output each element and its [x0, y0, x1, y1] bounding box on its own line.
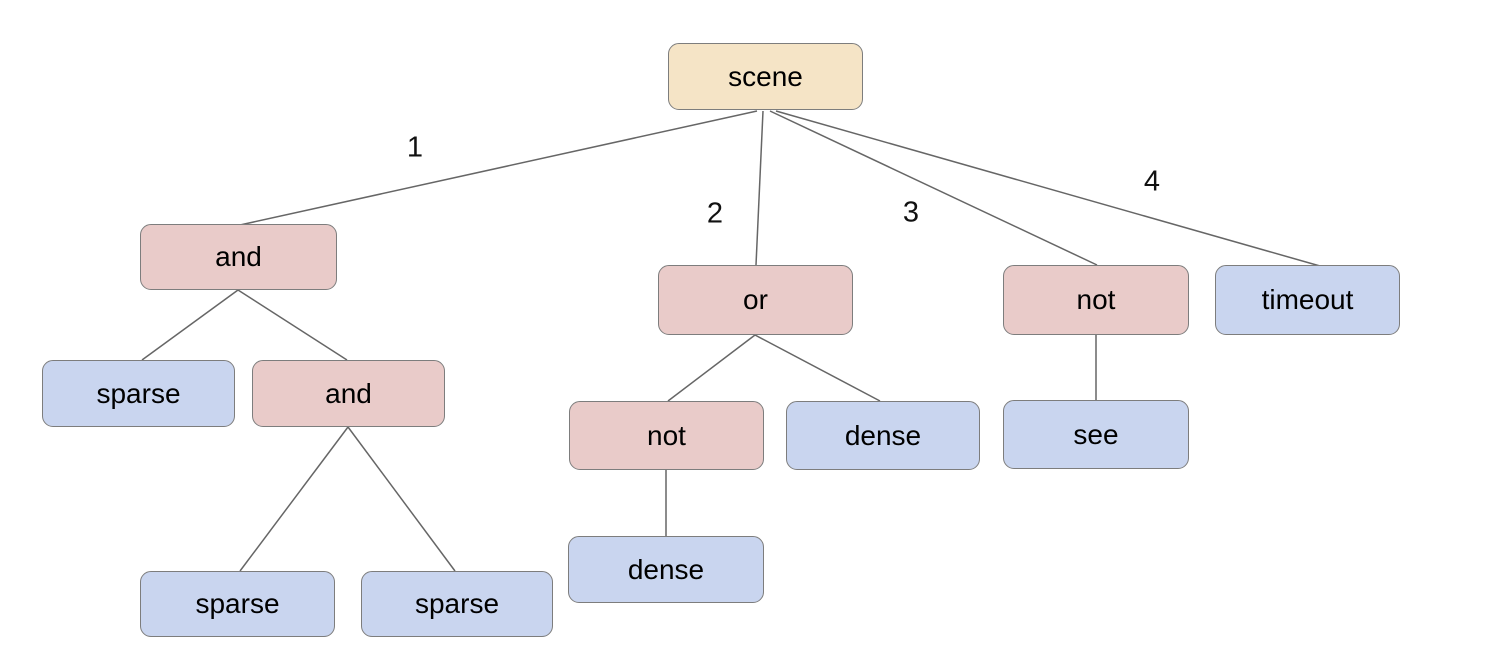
node-see: see	[1003, 400, 1189, 469]
node-dense-1: dense	[786, 401, 980, 470]
node-dense-2: dense	[568, 536, 764, 603]
edge-scene-timeout	[775, 110, 1321, 267]
edge-or-dense	[754, 334, 881, 402]
edge-scene-or	[755, 110, 764, 266]
node-or: or	[658, 265, 853, 335]
edge-label-3: 3	[902, 196, 920, 229]
node-not-2: not	[1003, 265, 1189, 335]
edge-label-4: 4	[1143, 165, 1161, 198]
edge-label-2: 2	[706, 197, 724, 230]
edge-or-not	[667, 334, 756, 402]
edge-scene-not	[769, 110, 1098, 266]
node-and-2: and	[252, 360, 445, 427]
node-and-1: and	[140, 224, 337, 290]
edge-and2-sparse3	[347, 426, 456, 572]
node-scene: scene	[668, 43, 863, 110]
node-sparse-2: sparse	[140, 571, 335, 637]
node-sparse-3: sparse	[361, 571, 553, 637]
edge-and-and	[237, 289, 348, 361]
edge-scene-and	[239, 110, 758, 226]
node-sparse-1: sparse	[42, 360, 235, 427]
edge-and2-sparse2	[239, 426, 349, 572]
node-timeout: timeout	[1215, 265, 1400, 335]
node-not-1: not	[569, 401, 764, 470]
edge-and-sparse	[141, 289, 239, 361]
edge-label-1: 1	[406, 131, 424, 164]
